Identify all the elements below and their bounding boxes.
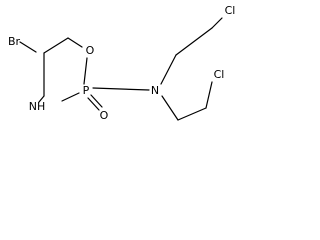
bond-p-o-double-a — [87, 97, 100, 111]
bond-ch2-cl-lower — [205, 81, 213, 109]
atom-label-n: N — [151, 84, 159, 97]
bond-n-ch2-lower — [161, 95, 179, 121]
atom-label-o-ring: O — [86, 44, 95, 57]
bond-p-o-double-b — [90, 94, 103, 108]
bond-c5-c6 — [43, 37, 69, 54]
atom-label-p: P — [83, 84, 90, 97]
bond-p-nh — [61, 92, 80, 102]
bond-o-p — [83, 57, 88, 85]
bond-ch2-ch2-lower — [177, 107, 207, 121]
bond-p-n — [92, 87, 150, 91]
bond-c6-o — [67, 37, 83, 48]
bond-ch2-cl-upper — [211, 17, 223, 29]
atom-label-cl-bottom: Cl — [214, 68, 225, 81]
bond-br-c5 — [19, 41, 37, 53]
atom-label-br: Br — [8, 35, 21, 48]
bond-nh-c4 — [38, 95, 45, 103]
bond-ch2-ch2-upper — [175, 27, 213, 56]
atom-label-cl-top: Cl — [225, 4, 236, 17]
atom-label-o-oxo: O — [100, 109, 109, 122]
structure-diagram: Br O P N NH O Cl Cl — [8, 4, 236, 122]
bond-n-ch2-upper — [160, 54, 177, 85]
atom-label-nh: NH — [29, 100, 46, 113]
